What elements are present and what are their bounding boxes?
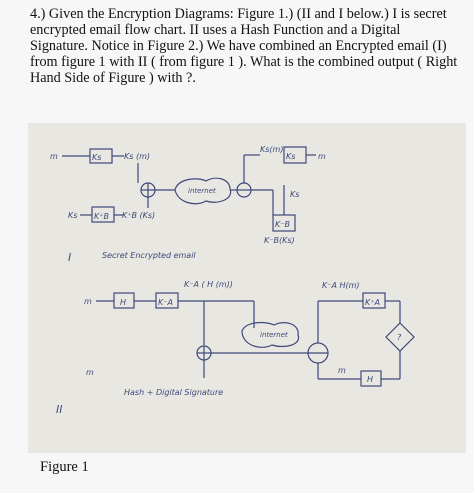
d2-h-box-label: H — [120, 298, 126, 307]
paper — [28, 123, 466, 453]
d1-m-label: m — [50, 152, 58, 161]
d1-ks-m-top-label: Ks(m) — [260, 145, 283, 154]
hand-drawn-diagram: m Ks Ks (m) Ks K⁺B K⁺B (Ks) internet Ks(… — [28, 123, 466, 453]
d2-internet-label: internet — [260, 331, 288, 339]
d1-kb-plus-box-label: K⁺B — [94, 212, 109, 221]
d2-question-mark: ? — [397, 333, 402, 342]
d1-roman-label: I — [68, 251, 71, 264]
d1-kb-minus-box-label: K⁻B — [275, 220, 290, 229]
d2-h-box-right-label: H — [367, 375, 373, 384]
figure-caption: Figure 1 — [40, 459, 89, 475]
d2-ka-minus-h-label: K⁻A ( H (m)) — [184, 280, 233, 289]
d2-roman-label: II — [56, 403, 63, 416]
d1-kb-minus-ks-label: K⁻B(Ks) — [264, 236, 295, 245]
d2-m-label: m — [84, 297, 92, 306]
d1-ks-box-right-label: Ks — [286, 152, 295, 161]
d1-ks-m-label: Ks (m) — [124, 152, 150, 161]
d1-ks-box-label: Ks — [92, 153, 101, 162]
d2-ka-plus-box-label: K⁺A — [365, 298, 380, 307]
d1-caption: Secret Encrypted email — [102, 251, 196, 260]
d1-m-out-label: m — [318, 152, 326, 161]
d2-m-right-label: m — [338, 366, 346, 375]
d2-m-bottom-label: m — [86, 368, 94, 377]
d1-ks-up-label: Ks — [290, 190, 299, 199]
d2-caption: Hash + Digital Signature — [124, 388, 223, 397]
d1-kb-plus-ks-label: K⁺B (Ks) — [122, 211, 155, 220]
d1-ks-line-label: Ks — [68, 211, 77, 220]
d2-output-top-label: K⁻A H(m) — [322, 281, 360, 290]
figure-photo: m Ks Ks (m) Ks K⁺B K⁺B (Ks) internet Ks(… — [28, 123, 466, 453]
question-text: 4.) Given the Encryption Diagrams: Figur… — [30, 6, 458, 86]
d1-internet-label: internet — [188, 187, 216, 195]
d2-ka-minus-box-label: K⁻A — [158, 298, 173, 307]
